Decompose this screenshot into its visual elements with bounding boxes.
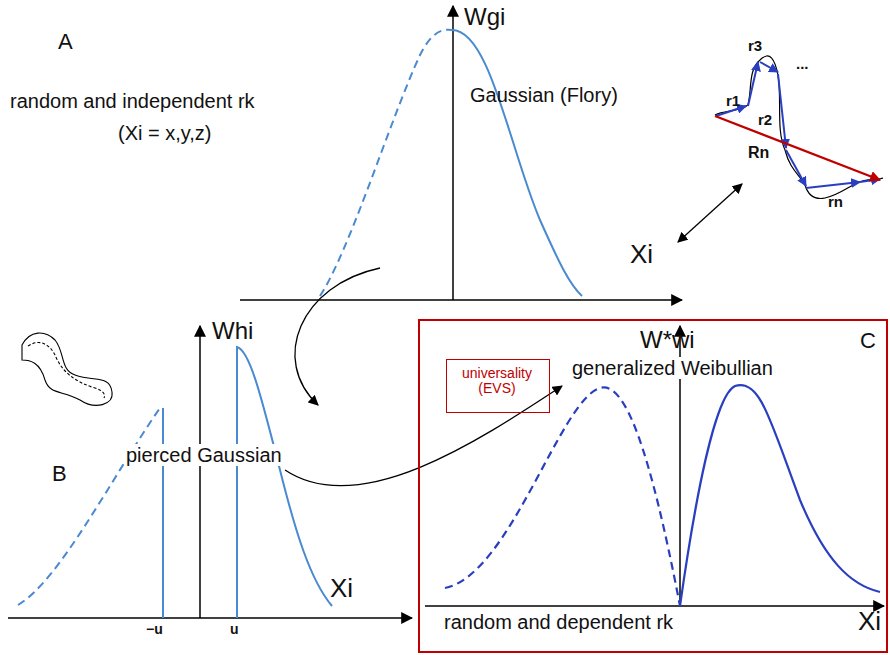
text-label: r3 [748,38,762,55]
weibullian-curve [445,385,880,606]
text-label: B [52,462,67,486]
node-text: random and dependent rk [444,611,673,633]
text-label: Gaussian (Flory) [470,84,618,106]
pierced-gaussian-curve [18,347,332,618]
text-label: Rn [748,144,769,162]
text-label: −u [146,622,163,637]
text-label: u [230,622,239,637]
text-label: Xi [630,240,653,269]
text-label: random and independent rk [10,90,255,112]
panel-box: W*wi Cgeneralized Weibullian random and de… [418,319,888,653]
text-label: r1 [726,93,740,110]
text-label: Whi [212,318,253,344]
node-text: C [860,329,876,353]
axes-a [240,6,682,300]
node-text: W*wi [640,327,695,353]
chain-illustration [678,56,883,242]
axes-b [8,326,412,618]
text-label: A [58,30,73,54]
text-label: rn [828,194,843,211]
text-label: (Xi = x,y,z) [118,122,212,144]
node-text: Xi [858,607,881,636]
text-label: r2 [758,112,772,129]
node-text: universality (EVS) [453,366,541,397]
tube-illustration [22,333,112,405]
flow-arrow [295,268,380,405]
node-text: generalized Weibullian [570,357,775,379]
text-label: Wgi [464,4,505,30]
note-box: universality (EVS) [446,359,550,413]
axes-c [425,326,884,606]
text-label: pierced Gaussian [124,444,284,466]
flow-arrow [285,386,562,486]
gaussian-curve [320,30,582,296]
text-label: ... [796,56,809,73]
text-label: Xi [330,574,353,603]
